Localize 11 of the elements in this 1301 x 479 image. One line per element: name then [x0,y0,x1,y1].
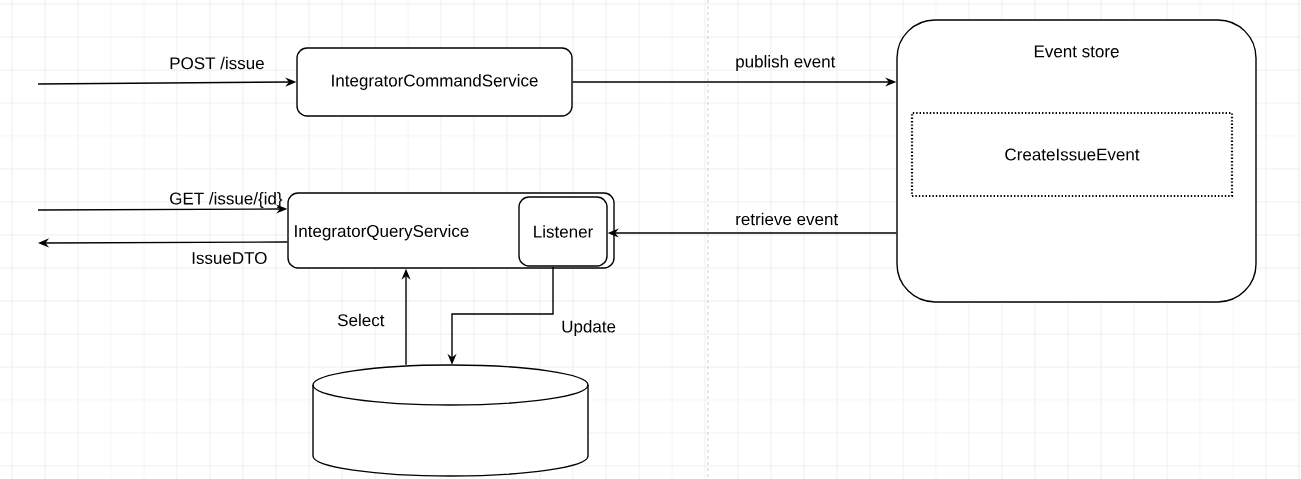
listener-box: Listener [518,196,608,267]
edge-label: POST /issue [170,56,264,70]
edge-label: publish event [736,55,836,71]
edge-label: retrieve event [736,212,839,226]
edge-label: Select [338,313,385,327]
edge-label: GET /issue/{id} [170,192,283,208]
event-box: CreateIssueEvent [910,111,1234,198]
edge-label: Update [562,320,616,336]
database-cylinder [312,364,589,477]
service-box: IntegratorCommandService [296,47,573,117]
edge-label: IssueDTO [192,252,267,264]
